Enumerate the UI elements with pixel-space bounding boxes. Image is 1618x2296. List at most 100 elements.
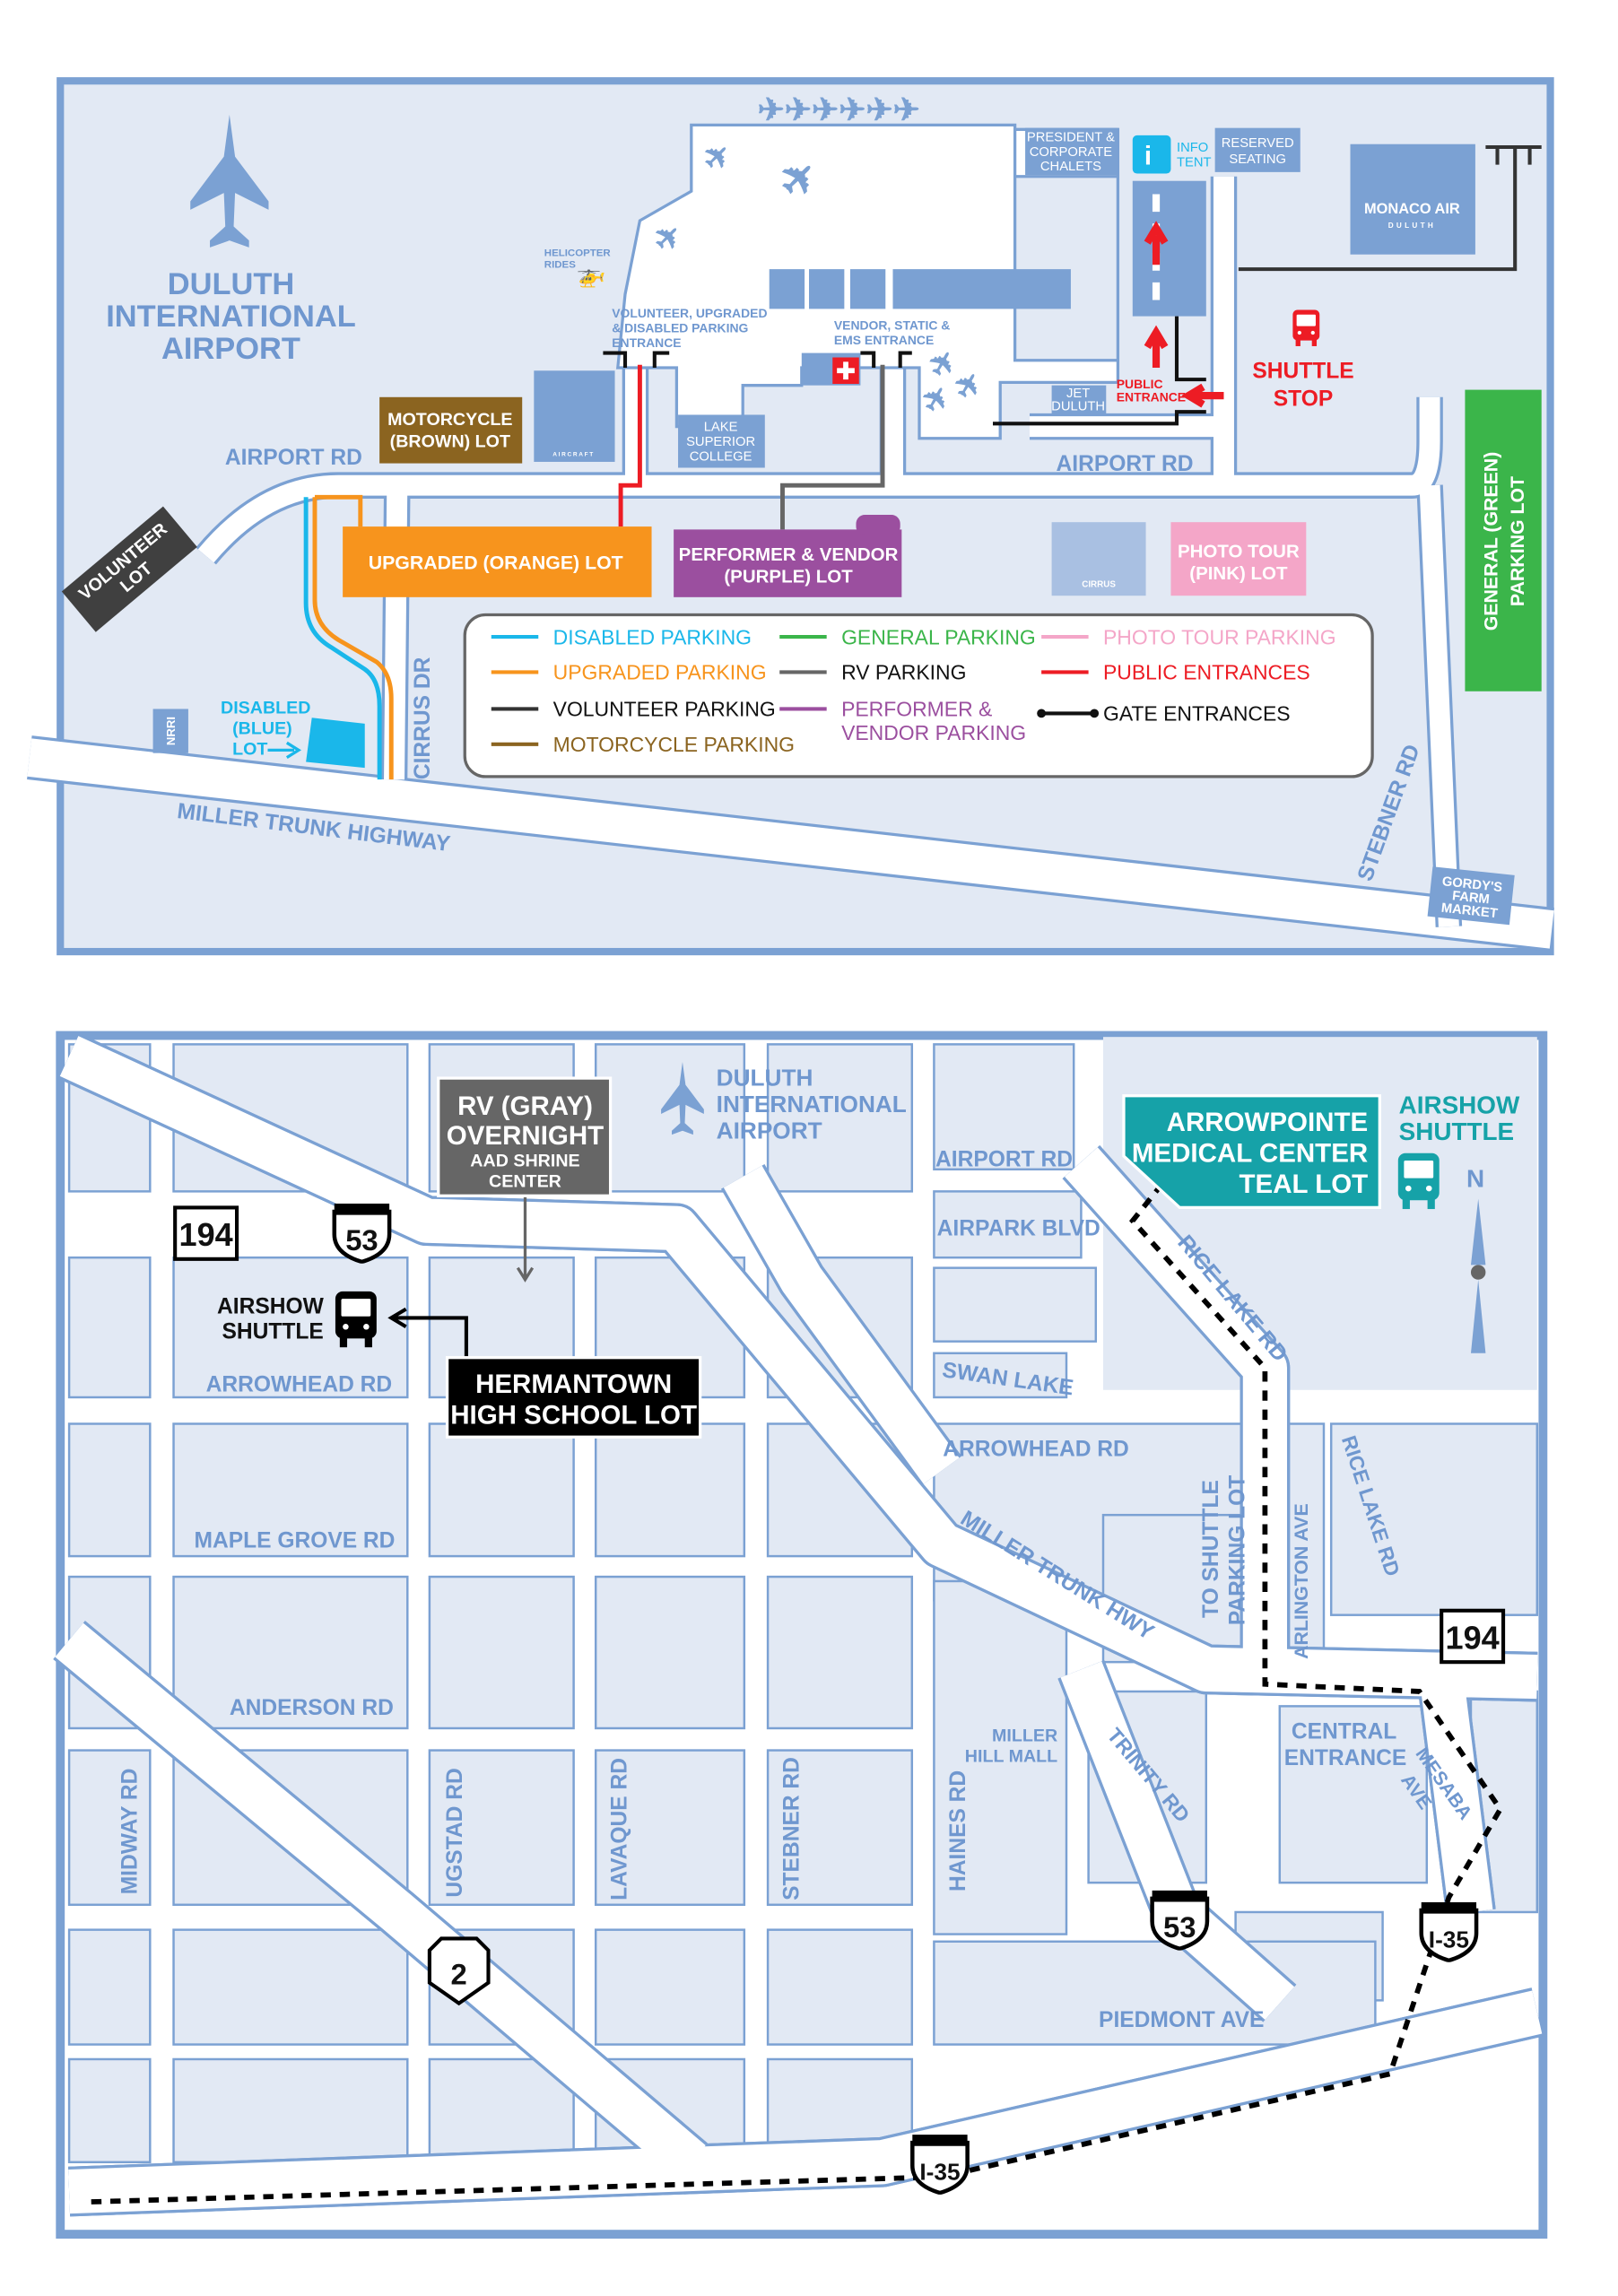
info-tent-label: INFO <box>1177 141 1208 155</box>
rv-lot-label: CENTER <box>489 1171 561 1191</box>
parking-routes <box>303 351 912 780</box>
photo-lot-label: PHOTO TOUR <box>1178 542 1300 562</box>
legend-label: MOTORCYCLE PARKING <box>553 733 795 756</box>
gordys-label: FARM <box>1451 889 1490 907</box>
rv-lot-label: OVERNIGHT <box>447 1121 604 1151</box>
arrow-icon <box>267 741 302 759</box>
airport-rd-label: AIRPORT RD <box>225 446 362 470</box>
street-label: AIRPARK BLVD <box>937 1217 1100 1241</box>
city-block <box>172 2057 409 2163</box>
hwy-53-label: 53 <box>1163 1910 1196 1944</box>
info-tent-label: TENT <box>1177 155 1212 170</box>
street-label: ARROWHEAD RD <box>206 1372 393 1396</box>
chalets-label: CORPORATE <box>1030 145 1112 160</box>
jet-duluth-label: DULUTH <box>1051 400 1105 414</box>
city-block <box>428 1422 575 1558</box>
airport-site-map: DULUTH INTERNATIONAL AIRPORT ✈✈✈✈✈✈ ✈ ✈ … <box>27 77 1554 956</box>
aircraft-logo <box>534 370 615 462</box>
lake-superior-college-box <box>678 414 765 468</box>
gordys-farm-market: GORDY'S FARM MARKET <box>1427 866 1515 926</box>
vendor-entrance-label: VENDOR, STATIC & <box>834 317 950 332</box>
airport-rd-label: AIRPORT RD <box>1057 452 1194 476</box>
nrri-label: NRRI <box>164 717 178 745</box>
hermantown-label: HIGH SCHOOL LOT <box>450 1400 697 1430</box>
street-label: LAVAQUE RD <box>608 1758 632 1900</box>
city-block <box>594 1043 746 1193</box>
street-label: MILLER <box>992 1726 1057 1746</box>
disabled-lot-label: DISABLED <box>221 698 310 718</box>
i-35-label: I-35 <box>1429 1926 1469 1952</box>
city-block <box>594 1575 746 1730</box>
shuttle-stop-label: SHUTTLE <box>1252 359 1353 383</box>
city-block <box>172 1575 409 1730</box>
cirrus-dr-label: CIRRUS DR <box>411 657 435 779</box>
general-lot-label: PARKING LOT <box>1507 476 1528 606</box>
gate-dot-icon <box>1037 709 1047 718</box>
city-block <box>1102 1037 1537 1390</box>
motorcycle-lot-label: MOTORCYCLE <box>387 410 512 430</box>
city-block <box>594 1928 746 2046</box>
runway <box>1132 180 1206 317</box>
legend-label: UPGRADED PARKING <box>553 661 767 684</box>
cirrus-logo-text: CIRRUS <box>1082 579 1116 589</box>
monaco-air-sublabel: DULUTH <box>1388 222 1436 230</box>
city-block <box>428 2057 575 2163</box>
gordys-label: MARKET <box>1440 901 1498 922</box>
helicopter-label: RIDES <box>544 259 576 270</box>
hwy-194-label: 194 <box>179 1216 233 1253</box>
disabled-lot-label: (BLUE) <box>232 718 292 738</box>
disabled-lot-label: LOT <box>232 739 267 759</box>
hwy-2-label: 2 <box>451 1957 467 1990</box>
public-entrance-label: PUBLIC <box>1117 377 1163 391</box>
monaco-air-logo <box>1350 144 1475 255</box>
lake-superior-college-label: SUPERIOR <box>686 435 755 449</box>
public-entrance-label: ENTRANCE <box>1117 390 1186 404</box>
info-icon <box>1132 135 1171 174</box>
airport-name: AIRPORT <box>717 1117 822 1144</box>
gate-entrance-line <box>992 316 1206 426</box>
hermantown-label: HERMANTOWN <box>475 1370 672 1399</box>
city-block <box>766 1043 914 1193</box>
city-block <box>933 1190 1083 1259</box>
city-block <box>67 2057 152 2163</box>
teal-lot-label: ARROWPOINTE <box>1167 1108 1369 1137</box>
teal-shuttle-label: AIRSHOW <box>1399 1091 1520 1118</box>
rv-gray-lot <box>437 1076 613 1197</box>
city-block <box>766 1928 914 2046</box>
chalets-box <box>1025 127 1118 176</box>
city-block <box>594 1749 746 1906</box>
city-block <box>172 1422 409 1558</box>
gate-dot-icon <box>1090 709 1100 718</box>
city-block <box>67 1422 152 1558</box>
jet-duluth-label: JET <box>1066 387 1090 401</box>
street-label: ANDERSON RD <box>230 1696 394 1720</box>
reserved-seating-box <box>1214 127 1300 172</box>
legend-label: GENERAL PARKING <box>841 625 1036 648</box>
hermantown-lot <box>445 1356 702 1439</box>
helicopter-label: HELICOPTER <box>544 248 612 258</box>
city-block <box>1278 1705 1429 1884</box>
city-block <box>428 1575 575 1730</box>
street-label: ARLINGTON AVE <box>1291 1503 1312 1659</box>
hangars <box>769 269 1071 309</box>
city-block <box>933 1940 1377 2046</box>
photo-tour-pink-lot <box>1170 522 1307 596</box>
gordys-label: GORDY'S <box>1441 874 1503 895</box>
city-block <box>933 1579 1068 1935</box>
street-label: AIRPORT RD <box>935 1147 1073 1171</box>
helicopter-icon: 🚁 <box>577 261 606 288</box>
airport-name: INTERNATIONAL <box>106 300 356 334</box>
airport-name: DULUTH <box>168 267 295 301</box>
city-block <box>933 1043 1075 1171</box>
legend-label: GATE ENTRANCES <box>1103 702 1291 726</box>
hwy-194-shield <box>1440 1608 1506 1665</box>
north-label: N <box>1466 1164 1484 1192</box>
hwy-194-shield <box>173 1205 239 1261</box>
hwy-53-label: 53 <box>345 1223 378 1257</box>
street-label: PIEDMONT AVE <box>1099 2008 1264 2032</box>
city-block <box>933 1266 1098 1343</box>
street-label: HAINES RD <box>946 1770 970 1892</box>
street-label: UGSTAD RD <box>443 1768 467 1897</box>
gate-entrance-line <box>1238 144 1542 272</box>
